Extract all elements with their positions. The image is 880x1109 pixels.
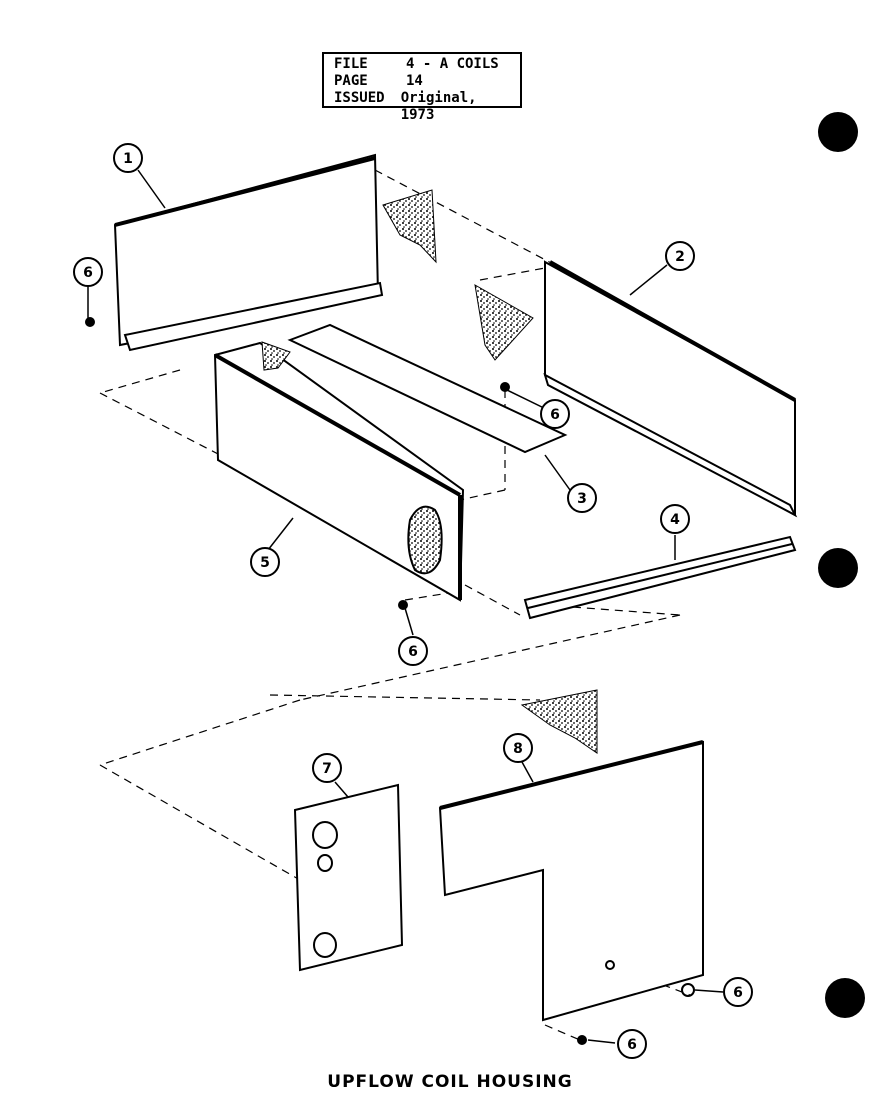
file-value: 4 - A COILS: [406, 56, 499, 72]
callout-6-screw: 6: [723, 977, 753, 1007]
part-7-access-panel: [293, 783, 404, 972]
part-5-front-panel: [213, 341, 465, 602]
svg-text:3: 3: [577, 491, 587, 507]
binder-hole: [825, 978, 865, 1018]
part-2-side-panel: [543, 260, 798, 518]
svg-text:6: 6: [408, 644, 418, 660]
part-3-top-plate: [287, 323, 568, 454]
callout-6-screw: 6: [398, 636, 428, 666]
binder-hole: [818, 548, 858, 588]
svg-text:6: 6: [627, 1037, 637, 1053]
svg-text:7: 7: [322, 761, 332, 777]
callout-7: 7: [312, 753, 342, 783]
svg-text:5: 5: [260, 555, 270, 571]
corner-gusset: [474, 284, 534, 361]
svg-text:1: 1: [123, 151, 133, 167]
svg-text:6: 6: [83, 265, 93, 281]
corner-gusset: [382, 189, 437, 264]
leader-lines: [87, 169, 724, 1044]
screw: [500, 382, 510, 392]
file-label: FILE: [334, 56, 368, 72]
callout-6-screw: 6: [540, 399, 570, 429]
svg-text:4: 4: [670, 512, 680, 528]
part-4-channel: [523, 535, 797, 620]
svg-text:8: 8: [513, 741, 523, 757]
corner-gusset: [520, 689, 598, 754]
callout-6-screw: 6: [73, 257, 103, 287]
page-value: 14: [406, 73, 423, 89]
part-8-l-panel: [438, 740, 704, 1022]
binder-hole: [818, 112, 858, 152]
svg-text:2: 2: [675, 249, 685, 265]
callout-8: 8: [503, 733, 533, 763]
title-block: FILE 4 - A COILS PAGE 14 ISSUED Original, 1…: [322, 52, 522, 123]
callout-2: 2: [665, 241, 695, 271]
callout-4: 4: [660, 504, 690, 534]
callout-6-screw: 6: [617, 1029, 647, 1059]
screw: [398, 600, 408, 610]
screw: [681, 983, 695, 997]
callout-5: 5: [250, 547, 280, 577]
screw: [85, 317, 95, 327]
issued-value: Original, 1973: [400, 90, 477, 123]
callout-1: 1: [113, 143, 143, 173]
callout-3: 3: [567, 483, 597, 513]
page-label: PAGE: [334, 73, 368, 89]
part-1-side-panel: [113, 153, 384, 352]
screw: [577, 1035, 587, 1045]
svg-text:6: 6: [733, 985, 743, 1001]
diagram-caption: UPFLOW COIL HOUSING: [327, 1072, 573, 1092]
corner-gusset: [261, 341, 291, 371]
issued-label: ISSUED: [334, 90, 385, 106]
svg-text:6: 6: [550, 407, 560, 423]
